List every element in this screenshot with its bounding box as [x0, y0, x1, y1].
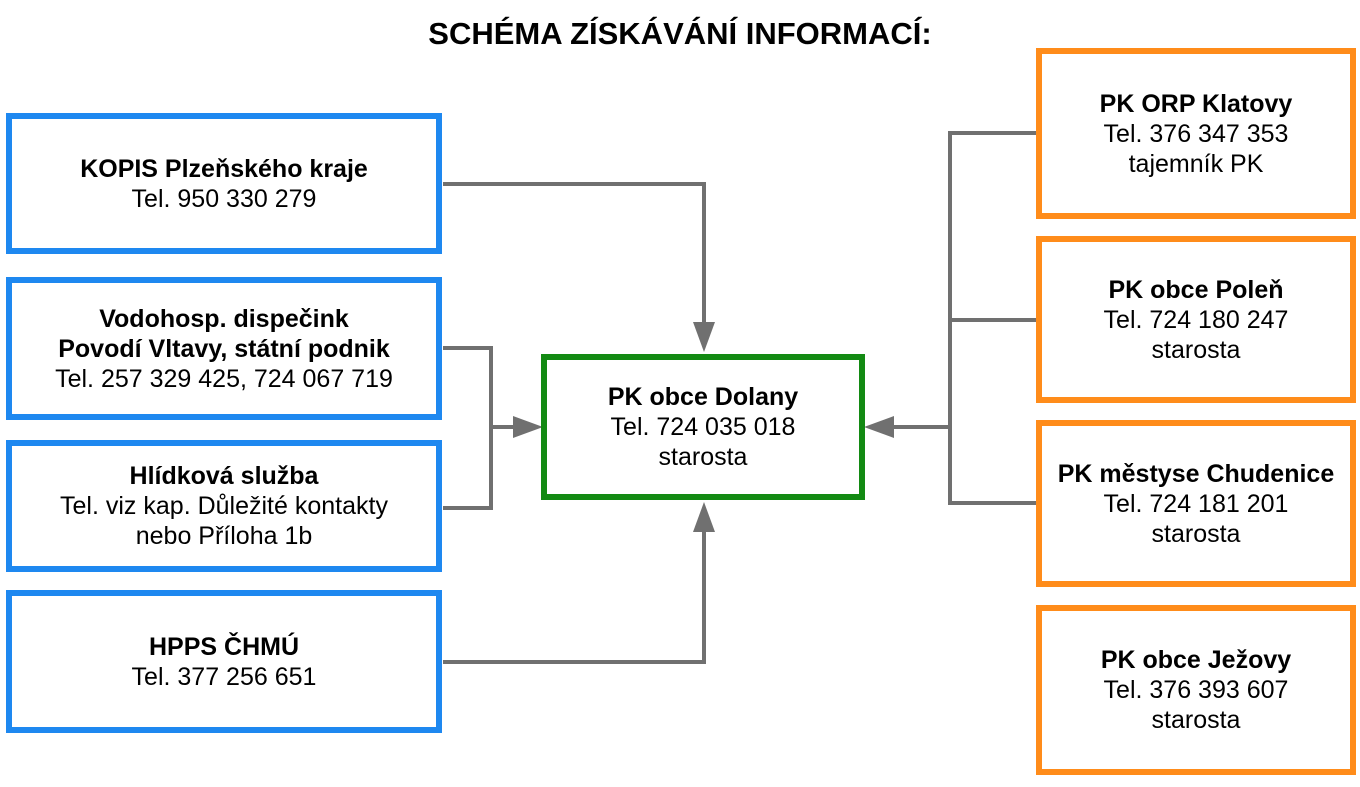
- municipality-box-klatovy: PK ORP Klatovy Tel. 376 347 353 tajemník…: [1036, 48, 1356, 219]
- arrow-up-icon: [693, 502, 715, 532]
- municipality-role: starosta: [1151, 706, 1241, 734]
- source-name-line-2: Povodí Vltavy, státní podnik: [58, 334, 390, 363]
- connector-hpps: [443, 530, 706, 664]
- center-box-dolany: PK obce Dolany Tel. 724 035 018 starosta: [541, 354, 865, 500]
- municipality-phone: Tel. 376 347 353: [1103, 119, 1289, 148]
- source-name-line-1: Vodohosp. dispečink: [99, 304, 349, 333]
- municipality-box-chudenice: PK městyse Chudenice Tel. 724 181 201 st…: [1036, 420, 1356, 587]
- municipality-role: starosta: [1151, 335, 1241, 364]
- diagram-title: SCHÉMA ZÍSKÁVÁNÍ INFORMACÍ:: [428, 16, 932, 51]
- center-role: starosta: [658, 443, 748, 471]
- connector-vodohosp: [443, 346, 493, 510]
- source-info-line-1: Tel. viz kap. Důležité kontakty: [60, 492, 388, 520]
- source-phone: Tel. 257 329 425, 724 067 719: [55, 364, 393, 393]
- municipality-name: PK ORP Klatovy: [1099, 89, 1293, 118]
- source-box-kopis: KOPIS Plzeňského kraje Tel. 950 330 279: [6, 113, 442, 254]
- municipality-role: starosta: [1151, 519, 1241, 548]
- center-phone: Tel. 724 035 018: [610, 413, 796, 441]
- source-phone: Tel. 950 330 279: [131, 184, 317, 213]
- source-name: KOPIS Plzeňského kraje: [80, 154, 368, 183]
- municipality-box-polen: PK obce Poleň Tel. 724 180 247 starosta: [1036, 236, 1356, 403]
- source-name: HPPS ČHMÚ: [148, 632, 299, 661]
- municipality-role: tajemník PK: [1128, 149, 1264, 178]
- municipality-phone: Tel. 376 393 607: [1103, 676, 1289, 704]
- source-box-hlidkova: Hlídková služba Tel. viz kap. Důležité k…: [6, 440, 442, 572]
- center-name: PK obce Dolany: [607, 383, 799, 411]
- municipality-name: PK městyse Chudenice: [1057, 459, 1335, 488]
- source-name: Hlídková služba: [129, 462, 319, 490]
- source-phone: Tel. 377 256 651: [131, 662, 317, 691]
- arrow-left-icon: [864, 416, 894, 438]
- municipality-name: PK obce Poleň: [1108, 275, 1284, 304]
- source-box-vodohosp: Vodohosp. dispečink Povodí Vltavy, státn…: [6, 277, 442, 420]
- municipality-box-jezovy: PK obce Ježovy Tel. 376 393 607 starosta: [1036, 605, 1356, 775]
- source-box-hpps: HPPS ČHMÚ Tel. 377 256 651: [6, 590, 442, 733]
- arrow-down-icon: [693, 322, 715, 352]
- municipality-phone: Tel. 724 181 201: [1103, 489, 1289, 518]
- municipality-name: PK obce Ježovy: [1100, 646, 1292, 674]
- source-info-line-2: nebo Příloha 1b: [135, 522, 313, 550]
- connector-kopis: [443, 182, 706, 326]
- arrow-right-icon: [513, 416, 543, 438]
- municipality-phone: Tel. 724 180 247: [1103, 305, 1289, 334]
